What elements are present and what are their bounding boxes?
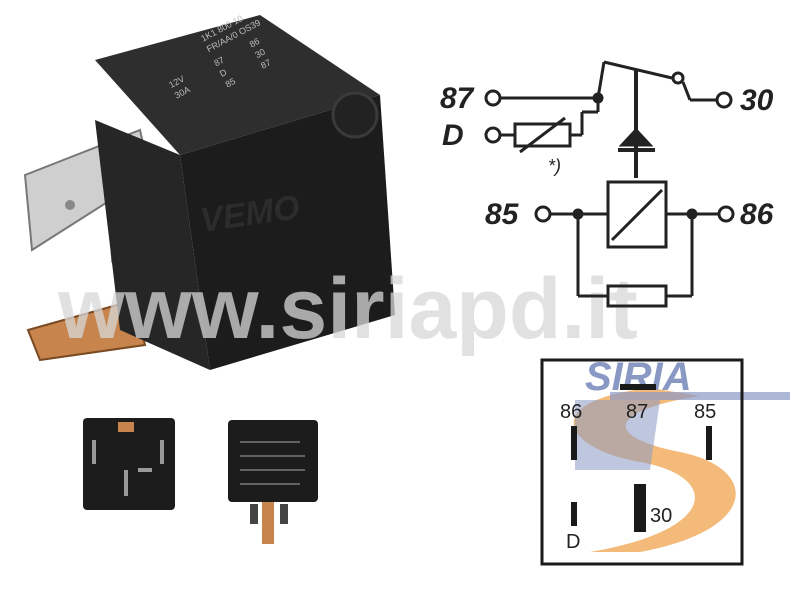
pin-slot-30 xyxy=(634,484,646,532)
mount-clip xyxy=(331,91,379,139)
terminal-D xyxy=(484,126,502,144)
label-D: D xyxy=(442,119,464,152)
terminal-86 xyxy=(717,205,735,223)
pin-slot-86 xyxy=(571,426,577,460)
relay-photo-main: 1K1 800 10 FR/AA/0 OS39 12V 30A 87 D 85 … xyxy=(23,13,395,370)
terminal-87 xyxy=(484,89,502,107)
actuator-arrow xyxy=(618,127,654,147)
logo-band-blue xyxy=(610,392,790,400)
pin-label-D: D xyxy=(566,531,580,553)
bottom-terminal-4 xyxy=(124,470,128,496)
relay-bottom-case xyxy=(83,418,175,510)
label-87: 87 xyxy=(440,82,475,115)
wire-30-a xyxy=(681,81,692,101)
pin-label-86: 86 xyxy=(560,401,582,423)
relay-case-top xyxy=(95,15,380,155)
terminal-85 xyxy=(534,205,552,223)
footnote-mark: *) xyxy=(548,156,561,176)
case-text-5: D xyxy=(218,67,229,79)
relay-top-case xyxy=(228,420,318,502)
case-text-4: 87 xyxy=(212,55,226,69)
bottom-terminal-2 xyxy=(92,440,96,464)
relay-case-side xyxy=(95,120,210,370)
case-text-6: 85 xyxy=(224,76,238,90)
top-copper-terminal xyxy=(262,502,274,544)
label-30: 30 xyxy=(740,84,774,117)
terminal-30 xyxy=(715,91,733,109)
pin-slot-87 xyxy=(620,384,656,390)
pin-label-30: 30 xyxy=(650,505,672,527)
siria-logo: SIRIA xyxy=(585,355,692,399)
pin-slot-D xyxy=(571,502,577,526)
relay-case-front xyxy=(180,95,395,370)
top-terminal-left xyxy=(250,504,258,524)
top-terminal-right xyxy=(280,504,288,524)
switch-contact xyxy=(596,61,606,99)
bottom-terminal-1 xyxy=(118,422,134,432)
pinout-frame xyxy=(540,358,744,566)
label-85: 85 xyxy=(485,198,520,231)
case-text-7: 86 xyxy=(248,36,262,50)
switch-pivot xyxy=(671,71,685,85)
pinout-diagram: SIRIA 86 87 85 30 D xyxy=(540,355,790,566)
case-text-8: 30 xyxy=(253,47,267,61)
terminal-hole xyxy=(65,200,75,210)
pin-slot-85 xyxy=(706,426,712,460)
pin-label-87: 87 xyxy=(626,401,648,423)
bottom-terminal-3 xyxy=(160,440,164,464)
bottom-terminal-5 xyxy=(138,468,152,472)
watermark: www.siriapd.it xyxy=(57,261,638,357)
copper-terminal xyxy=(26,298,147,362)
pin-label-85: 85 xyxy=(694,401,716,423)
diode-slash xyxy=(519,116,566,154)
label-86: 86 xyxy=(740,198,774,231)
case-text-9: 87 xyxy=(259,57,273,71)
relay-photo-top-view xyxy=(228,420,318,544)
relay-schematic xyxy=(484,60,735,308)
relay-photo-bottom-view xyxy=(83,418,175,510)
coil-slash xyxy=(610,188,664,242)
logo-panel-blue xyxy=(575,400,660,470)
